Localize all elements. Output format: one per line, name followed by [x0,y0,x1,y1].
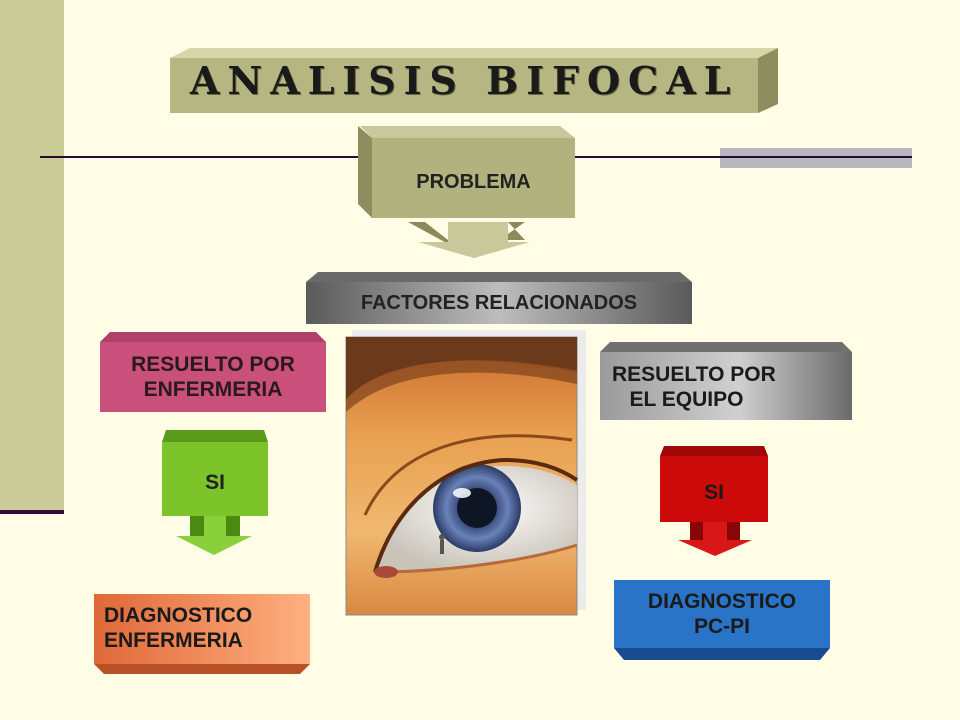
sidebar-strip [0,0,64,512]
problem-label: PROBLEMA [416,171,531,193]
left-resolved-label: RESUELTO POR ENFERMERIA [131,353,295,402]
sidebar-underline [0,510,64,514]
header-accent-line [720,156,912,158]
header-accent-bar [720,148,912,168]
right-yes-label: SI [704,481,724,504]
left-yes-label: SI [205,471,225,494]
right-resolved-label: RESUELTO POR EL EQUIPO [612,363,776,412]
factors-label: FACTORES RELACIONADOS [360,292,638,314]
right-diagnosis-label: DIAGNOSTICO PC-PI [647,590,797,639]
diagram-title: ANALISIS BIFOCAL [190,58,739,103]
left-diagnosis-label: DIAGNOSTICO ENFERMERIA [104,604,253,653]
